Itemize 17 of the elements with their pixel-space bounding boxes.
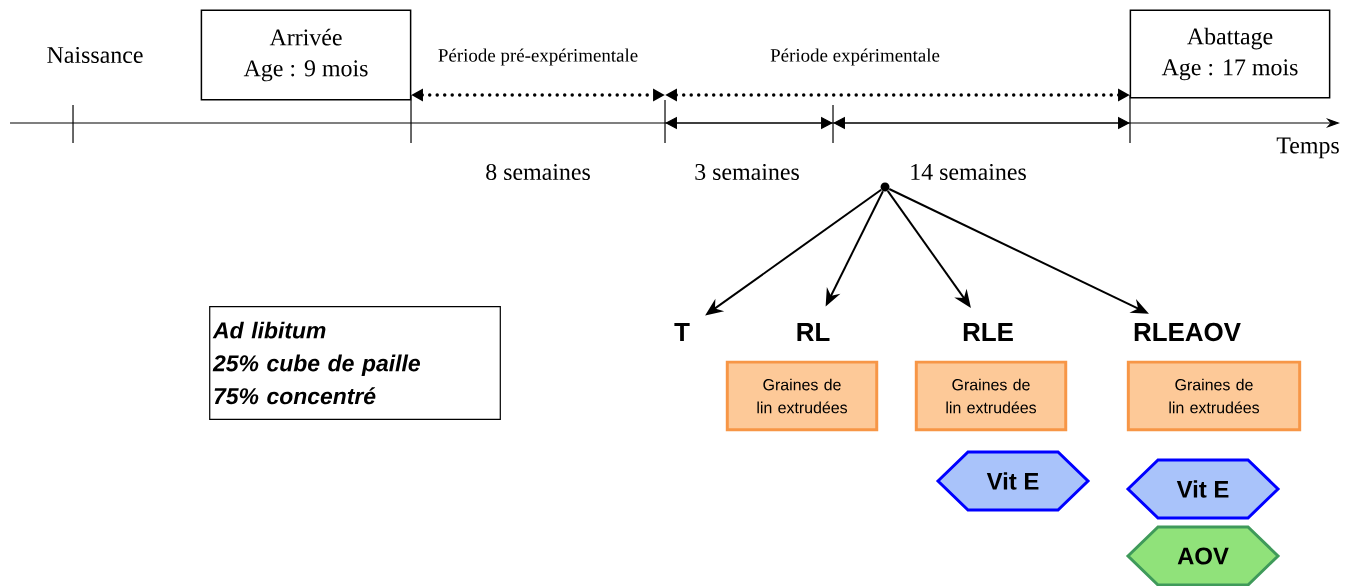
group-label: RL: [797, 323, 830, 341]
event-box: Arrivée Age : 9 mois: [200, 9, 412, 101]
axis-label: Temps: [1276, 137, 1339, 159]
period-label: Période expérimentale: [770, 48, 940, 66]
duration-label: 8 semaines: [486, 163, 590, 181]
event-label: Naissance: [47, 46, 143, 64]
duration-label: 3 semaines: [695, 163, 799, 181]
feed-box: Graines de lin extrudées: [1126, 360, 1302, 432]
diet-box: Ad libitum 25% cube de paille 75% concentré: [209, 306, 501, 420]
duration-label: 14 semaines: [911, 163, 1026, 181]
event-box: Abattage Age : 17 mois: [1129, 9, 1331, 99]
feed-box: Graines de lin extrudées: [725, 360, 879, 432]
feed-box: Graines de lin extrudées: [914, 360, 1068, 432]
period-label: Période pré-expérimentale: [438, 48, 638, 66]
group-label: T: [674, 323, 690, 341]
group-label: RLEAOV: [1134, 322, 1241, 342]
group-label: RLE: [963, 323, 1013, 341]
